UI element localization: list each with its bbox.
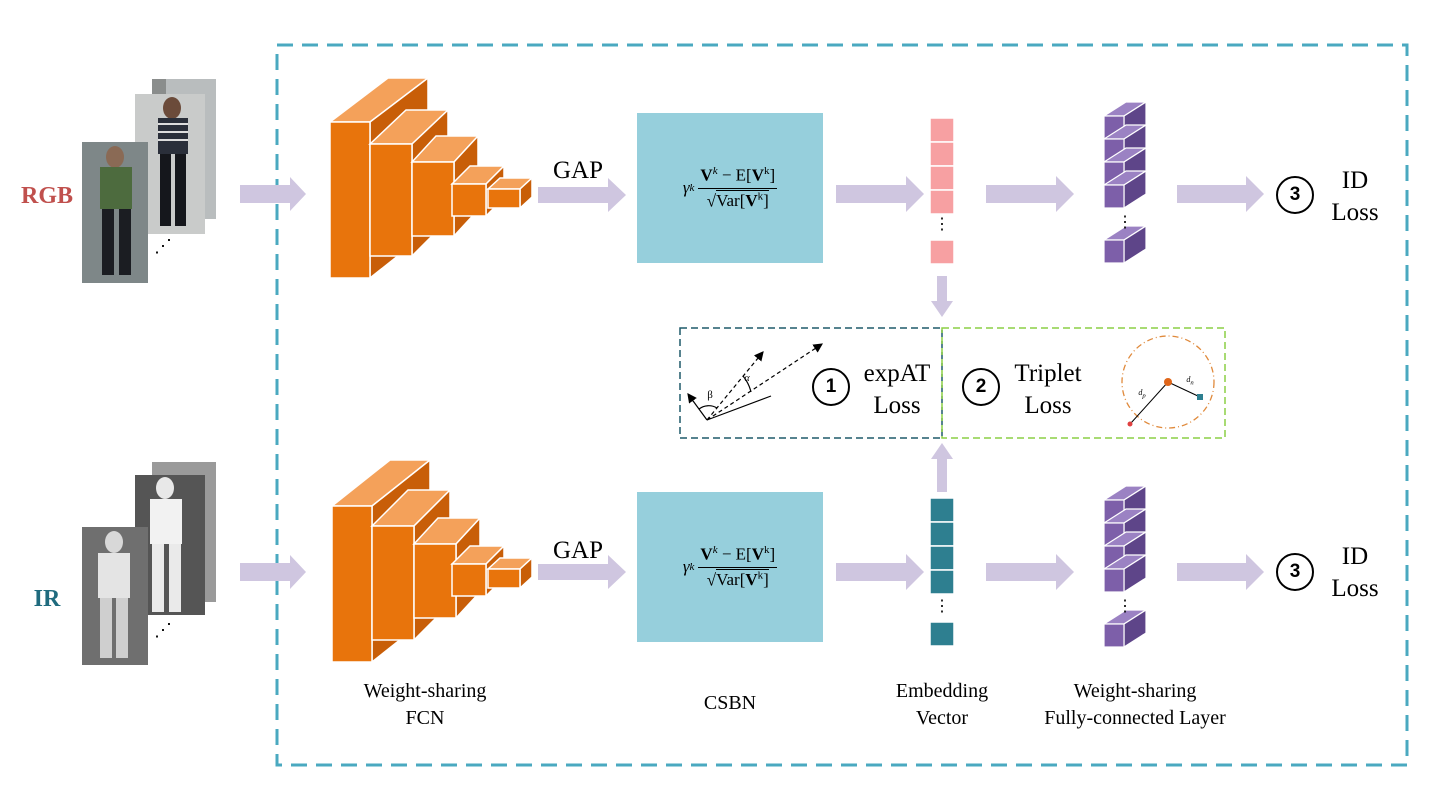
ir-embedding-ellipsis: ⋮ xyxy=(934,598,950,615)
ir-csbn-arrow xyxy=(836,554,924,590)
alpha-label: α xyxy=(744,373,750,384)
rgb-fcn-blocks xyxy=(327,76,534,280)
ir-fc-cubes xyxy=(1101,484,1149,649)
triplet-sketch-icon xyxy=(1121,335,1215,429)
ir-fc-ellipsis: ⋮ xyxy=(1117,598,1133,615)
beta-label: β xyxy=(707,389,713,401)
rgb-fc-cubes xyxy=(1101,100,1149,265)
expat-loss-box xyxy=(679,327,943,439)
dn-label: dn xyxy=(1186,375,1194,387)
rgb-input-arrow xyxy=(240,177,306,211)
id-loss-number-badge: 3 xyxy=(1276,176,1314,214)
rgb-fc-arrow xyxy=(1177,176,1264,212)
triplet-loss-box xyxy=(941,327,1226,439)
rgb-images-ellipsis: ⋰ xyxy=(154,236,172,256)
expat-loss-number-badge: 1 xyxy=(812,368,850,406)
ir-gap-label: GAP xyxy=(552,537,603,564)
rgb-label: RGB xyxy=(20,183,73,209)
dp-label: dp xyxy=(1138,388,1146,400)
rgb-to-loss-arrow xyxy=(931,276,953,317)
ir-fcn-blocks xyxy=(329,458,534,664)
ir-gap-arrow xyxy=(538,555,626,589)
rgb-gap-label: GAP xyxy=(552,157,603,184)
ir-to-loss-arrow xyxy=(931,443,953,492)
rgb-gap-arrow xyxy=(538,178,626,212)
csbn-caption: CSBN xyxy=(703,692,757,714)
triplet-loss-number-badge: 2 xyxy=(962,368,1000,406)
rgb-csbn-arrow xyxy=(836,176,924,212)
ir-embed-arrow xyxy=(986,554,1074,590)
rgb-fc-ellipsis: ⋮ xyxy=(1117,214,1133,231)
ir-fc-arrow xyxy=(1177,554,1264,590)
rgb-embedding-ellipsis: ⋮ xyxy=(934,216,950,233)
rgb-embedding-vector xyxy=(929,117,955,265)
ir-images-ellipsis: ⋰ xyxy=(154,620,172,640)
ir-image-stack xyxy=(82,462,216,665)
outer-frame xyxy=(275,43,1409,767)
ir-label: IR xyxy=(33,586,61,612)
ir-embedding-vector xyxy=(929,497,955,647)
rgb-image-stack xyxy=(82,79,216,283)
id-loss-number-badge: 3 xyxy=(1276,553,1314,591)
angle-sketch-icon xyxy=(687,343,824,421)
ir-input-arrow xyxy=(240,555,306,589)
rgb-embed-arrow xyxy=(986,176,1074,212)
